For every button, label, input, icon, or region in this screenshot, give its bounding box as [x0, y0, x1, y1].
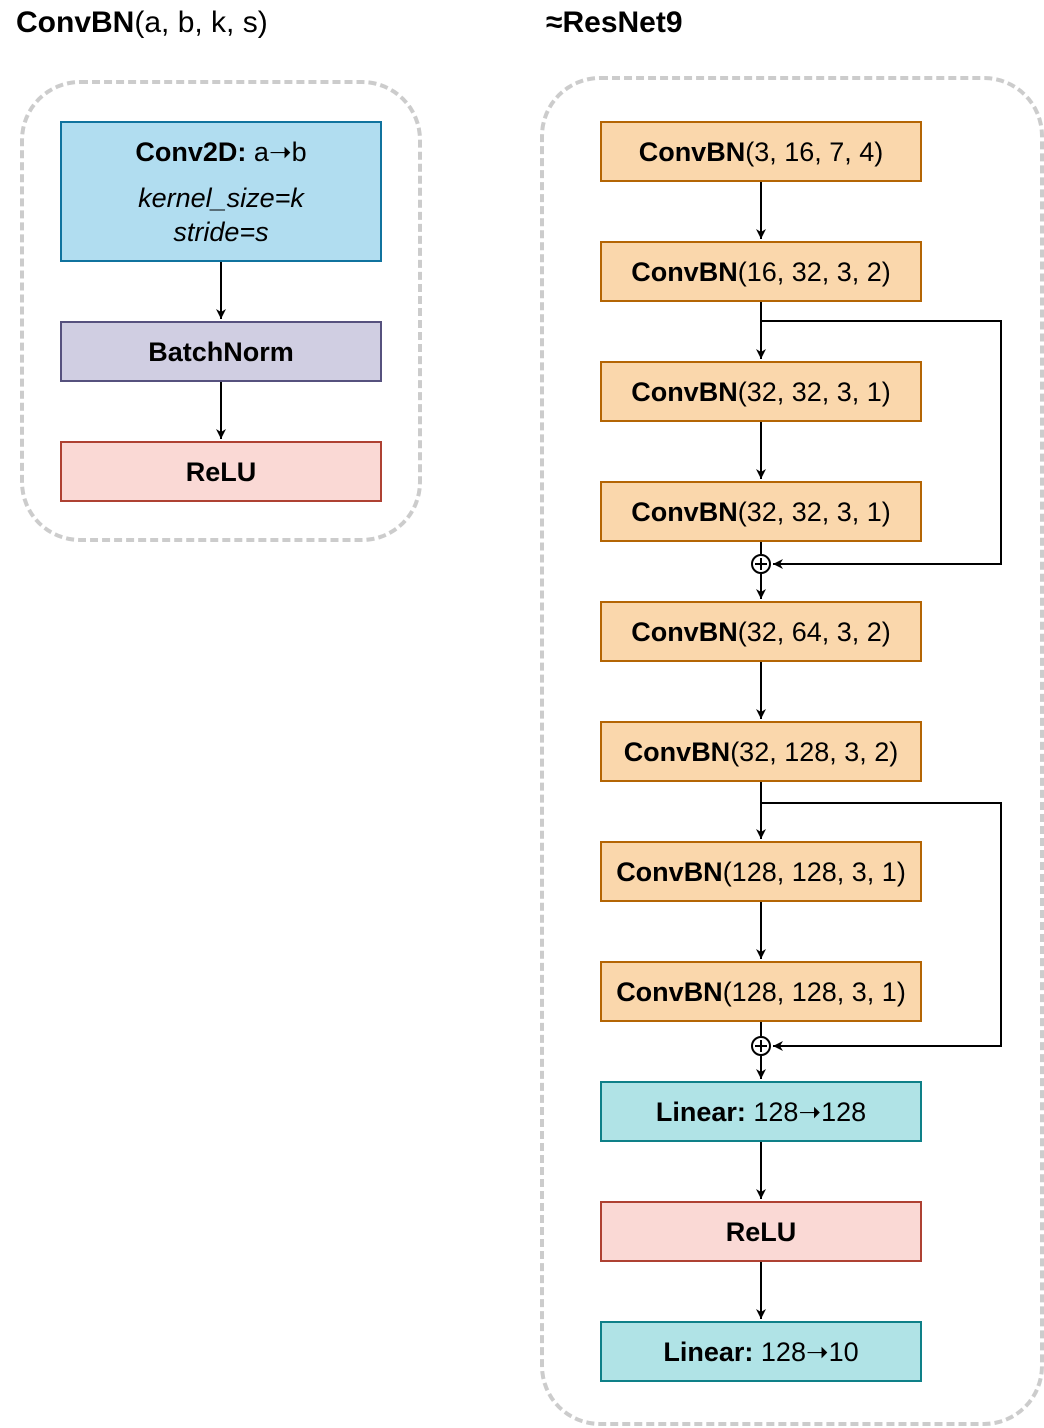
convbn-block-3: ConvBN(32, 32, 3, 1)	[600, 361, 922, 422]
resnet9-group	[540, 76, 1044, 1426]
convbn-block-1: ConvBN(3, 16, 7, 4)	[600, 121, 922, 182]
convbn-block-2: ConvBN(16, 32, 3, 2)	[600, 241, 922, 302]
resnet9-title: ≈ResNet9	[546, 6, 683, 39]
relu-block: ReLU	[60, 441, 382, 502]
conv2d-block: Conv2D: a➝b kernel_size=k stride=s	[60, 121, 382, 262]
convbn-block-5: ConvBN(32, 64, 3, 2)	[600, 601, 922, 662]
convbn-title: ConvBN(a, b, k, s)	[16, 6, 268, 39]
add-node-2	[751, 1036, 771, 1056]
skip-connection-1	[761, 320, 1002, 569]
convbn-block-7: ConvBN(128, 128, 3, 1)	[600, 841, 922, 902]
relu-block-2: ReLU	[600, 1201, 922, 1262]
convbn-block-8: ConvBN(128, 128, 3, 1)	[600, 961, 922, 1022]
skip-connection-2	[761, 802, 1002, 1051]
linear-block-1: Linear: 128➝128	[600, 1081, 922, 1142]
convbn-group	[20, 80, 422, 542]
convbn-block-4: ConvBN(32, 32, 3, 1)	[600, 481, 922, 542]
linear-block-2: Linear: 128➝10	[600, 1321, 922, 1382]
convbn-block-6: ConvBN(32, 128, 3, 2)	[600, 721, 922, 782]
batchnorm-block: BatchNorm	[60, 321, 382, 382]
add-node-1	[751, 554, 771, 574]
